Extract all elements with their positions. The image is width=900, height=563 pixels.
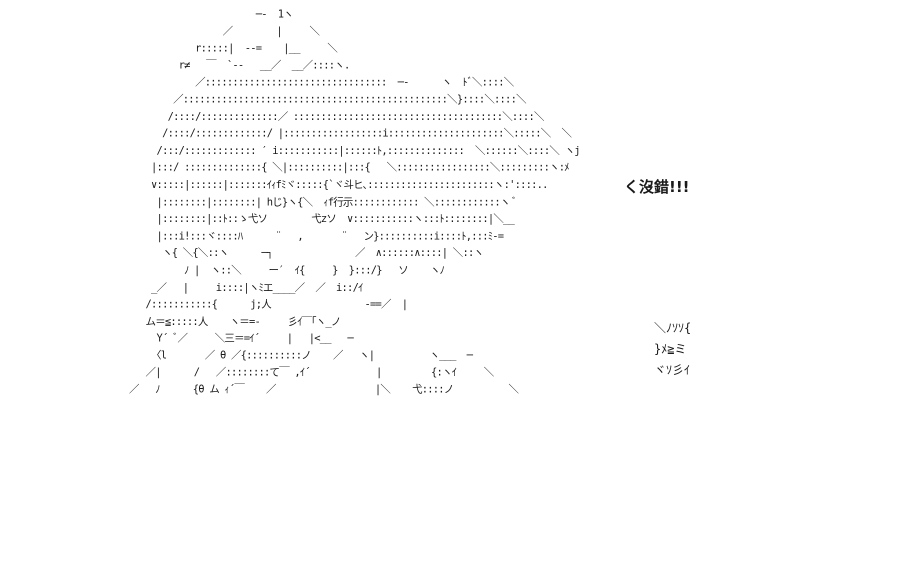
ascii-art-character: ─‐ 1ヽ ／ | ＼ r:::::| ‐‐= |__ ＼ r≠ ￣ `‐‐ _… xyxy=(129,7,581,396)
speech-text: く沒錯!!! xyxy=(624,178,690,196)
ascii-art-hand: ＼ﾉｿｿ{ }ﾒ≧ミ ヾｿ彡ｲ xyxy=(654,321,692,377)
